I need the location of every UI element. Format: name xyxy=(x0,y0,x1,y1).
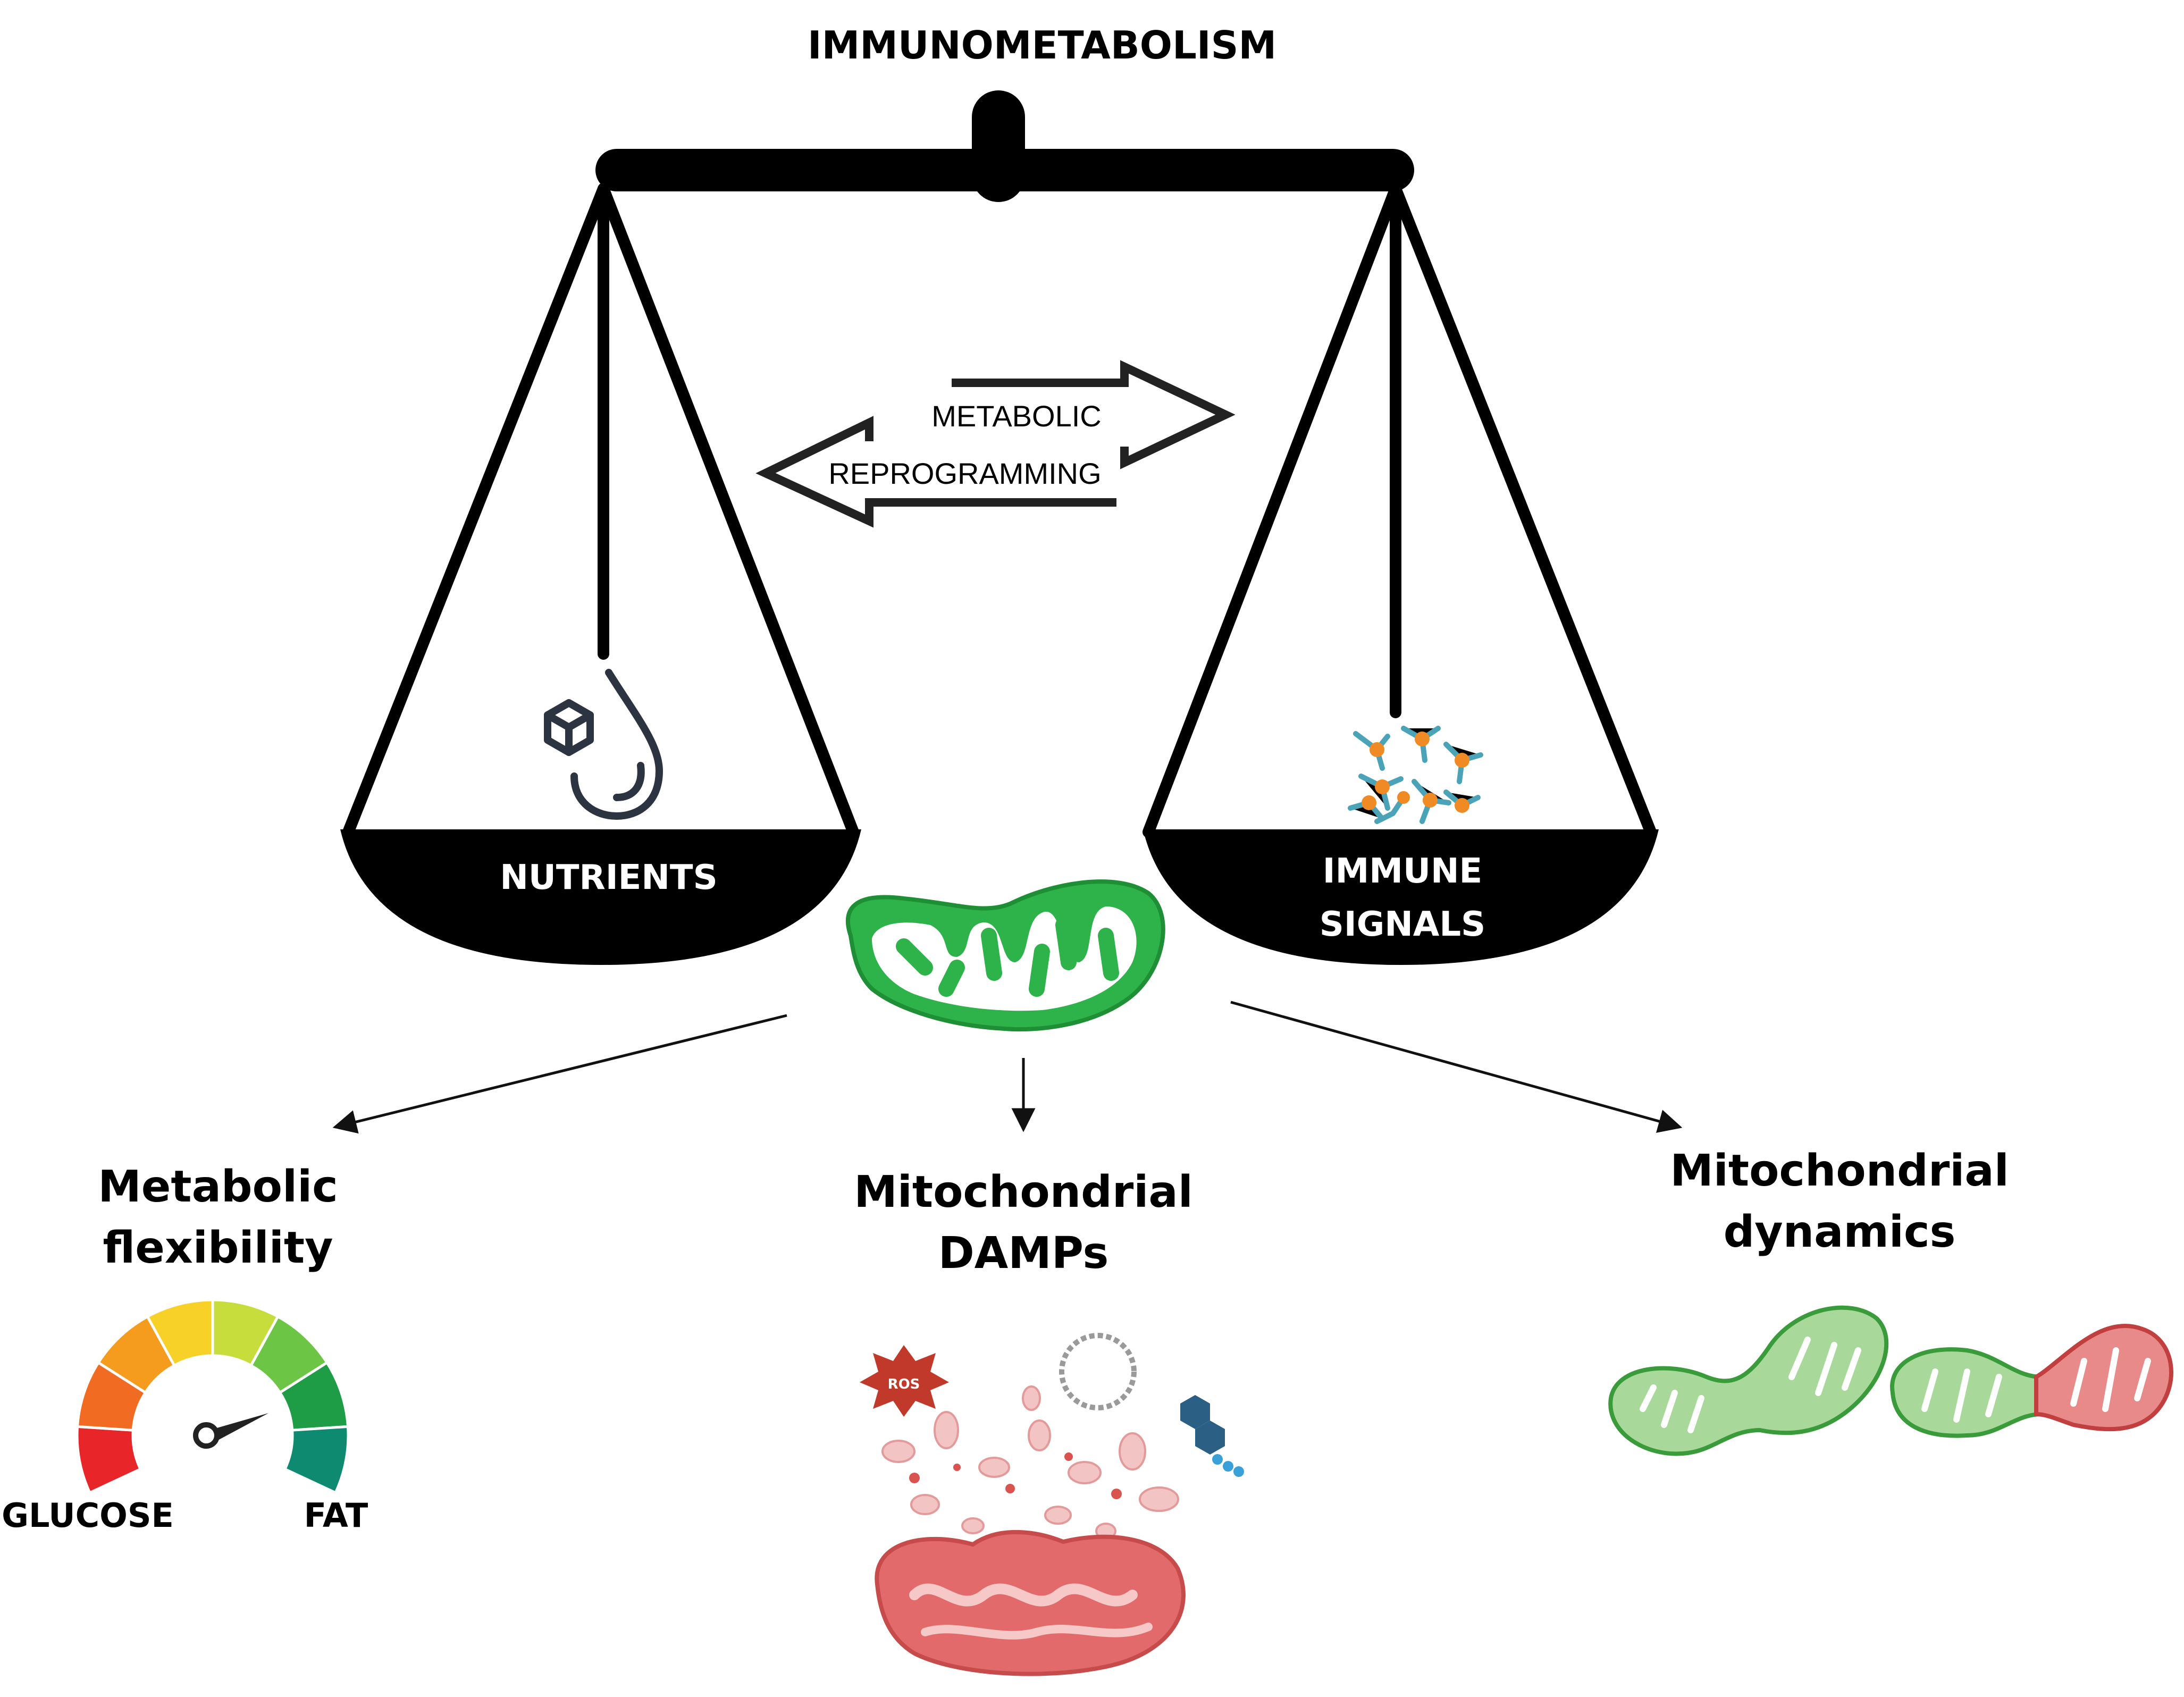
gauge-segment xyxy=(283,1425,350,1495)
right-pan xyxy=(1143,829,1659,965)
gauge-segment xyxy=(75,1425,142,1495)
mitochondrial-dynamics-heading-line1: Mitochondrial xyxy=(1670,1146,2009,1196)
damp-fragments xyxy=(881,1385,1179,1540)
arrow-label-line1: METABOLIC xyxy=(931,399,1101,433)
balance-scale: NUTRIENTS IMMUNE SIGNALS xyxy=(340,90,1659,965)
mitochondrial-damps-heading-line2: DAMPs xyxy=(938,1228,1109,1279)
left-arrow xyxy=(755,416,1116,528)
green-mitochondrion-half xyxy=(1890,1347,2044,1438)
mitochondrial-damps-heading-line1: Mitochondrial xyxy=(854,1167,1193,1217)
gauge-fat-label: FAT xyxy=(304,1496,368,1535)
immune-signals-label-line1: IMMUNE xyxy=(1323,852,1482,891)
metabolic-gauge xyxy=(75,1298,350,1495)
diagram-title: IMMUNOMETABOLISM xyxy=(808,23,1276,68)
mitochondrial-damps-illustration: ROS xyxy=(860,1333,1244,1676)
metabolic-reprogramming-arrow xyxy=(755,360,1236,528)
mtdna-ring-icon xyxy=(1059,1333,1137,1410)
fusing-mitochondrion xyxy=(1608,1305,1889,1456)
central-mitochondrion xyxy=(846,879,1165,1032)
metabolic-flexibility-heading-line2: flexibility xyxy=(103,1223,333,1273)
damp-fragments-dark xyxy=(909,1452,1122,1499)
ros-burst-icon xyxy=(860,1345,949,1417)
immune-signals-label-line2: SIGNALS xyxy=(1320,905,1485,944)
left-pan xyxy=(340,829,861,965)
mitochondrial-dynamics-illustration xyxy=(1608,1305,2173,1456)
branch-arrows xyxy=(332,1001,1683,1134)
arrow-label-line2: REPROGRAMMING xyxy=(828,457,1101,490)
gauge-needle xyxy=(209,1413,268,1441)
right-pan-strings xyxy=(1143,183,1657,838)
metabolic-flexibility-heading-line1: Metabolic xyxy=(98,1162,338,1212)
red-mitochondrion-half xyxy=(2034,1324,2173,1432)
scale-beam xyxy=(595,149,1414,191)
nutrient-drop-icon xyxy=(544,669,663,820)
right-arrow xyxy=(952,360,1236,469)
arrow-to-mitochondrial-dynamics xyxy=(1230,1001,1683,1133)
molecule-icon xyxy=(1180,1395,1244,1477)
nutrients-label: NUTRIENTS xyxy=(500,858,717,897)
mitochondrial-dynamics-heading-line2: dynamics xyxy=(1724,1207,1956,1257)
ros-label: ROS xyxy=(888,1376,920,1392)
arrow-to-metabolic-flexibility xyxy=(332,1014,787,1134)
gauge-glucose-label: GLUCOSE xyxy=(2,1496,174,1535)
gauge-hub xyxy=(193,1422,220,1449)
immune-molecule-dots xyxy=(1362,732,1469,813)
left-pan-strings xyxy=(342,183,859,838)
